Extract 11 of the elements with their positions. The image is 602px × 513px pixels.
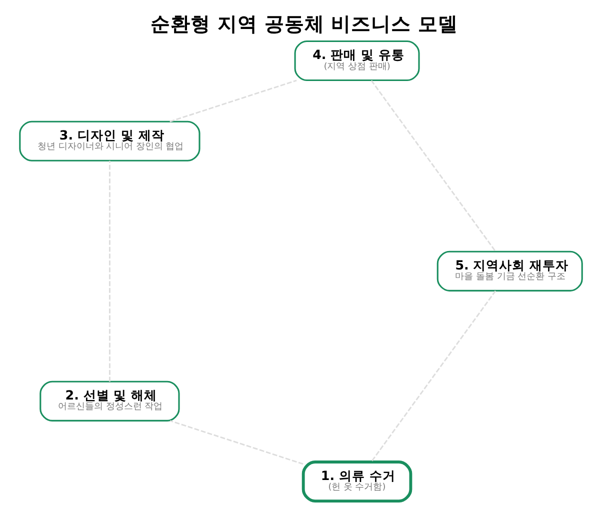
node-box: 4. 판매 및 유통 (지역 상점 판매) [294, 40, 420, 82]
connector [170, 420, 304, 465]
node-box: 3. 디자인 및 제작 청년 디자이너와 시니어 장인의 협업 [19, 120, 200, 162]
node-box: 2. 선별 및 해체 어르신들의 정성스런 작업 [40, 380, 180, 422]
connector [108, 160, 110, 382]
connector [370, 80, 496, 252]
connector [170, 80, 297, 122]
node-box: 5. 지역사회 재투자 마을 돌봄 기금 선순환 구조 [436, 250, 583, 292]
diagram-title: 순환형 지역 공동체 비즈니스 모델 [150, 12, 458, 36]
connector [370, 290, 496, 462]
node-box: 1. 의류 수거 (헌 옷 수거함) [302, 460, 412, 502]
